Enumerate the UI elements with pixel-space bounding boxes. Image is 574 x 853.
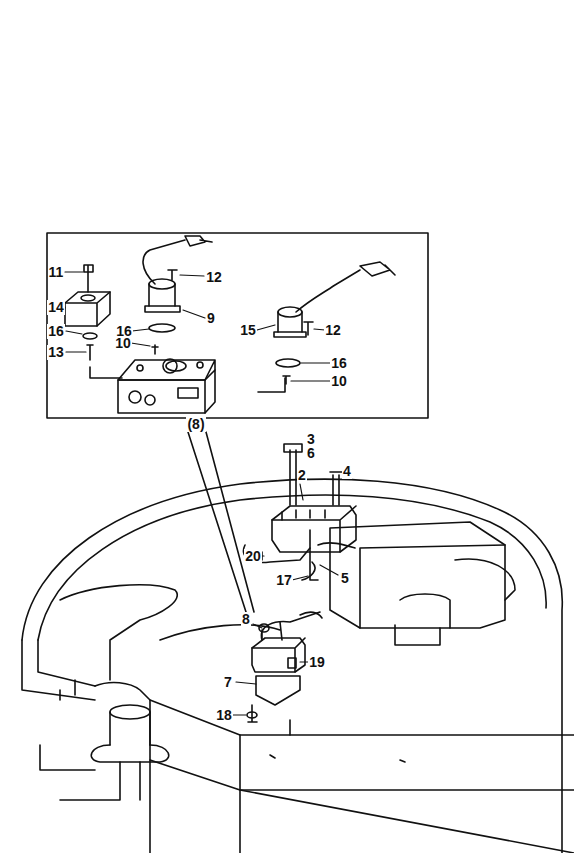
callout-number: 15 [239,323,257,338]
callout-number: 16 [47,324,65,339]
callout-number: 10 [330,374,348,389]
callout-number: 18 [215,708,233,723]
solenoid-15 [274,262,395,384]
callout-number: 9 [206,311,216,326]
callout-number: 7 [223,675,233,690]
callout-number: 16 [330,356,348,371]
callout-number: 3 [306,432,316,447]
callout-number: 2 [297,468,307,483]
callout-number: 11 [48,265,65,280]
leader-lines [65,272,338,715]
frame [22,479,574,853]
callout-number: 13 [47,345,65,360]
swing-cylinder [40,705,169,800]
inset-frame [47,233,428,612]
control-valve [244,444,356,580]
callout-number: 8 [241,612,251,627]
callout-number: 20 [244,549,262,564]
callout-number: 4 [342,464,352,479]
callout-number: (8) [186,417,205,432]
callout-number: 6 [306,446,316,461]
tank [330,522,515,645]
callout-number: 14 [47,300,65,315]
callout-number: 5 [340,571,350,586]
valve-block [118,345,215,413]
callout-number: 10 [114,336,132,351]
solenoid-9 [143,236,212,332]
callout-number: 17 [275,573,293,588]
block-14 [65,265,110,360]
callout-number: 12 [205,270,223,285]
callout-number: 19 [308,655,326,670]
callout-number: 12 [324,323,342,338]
